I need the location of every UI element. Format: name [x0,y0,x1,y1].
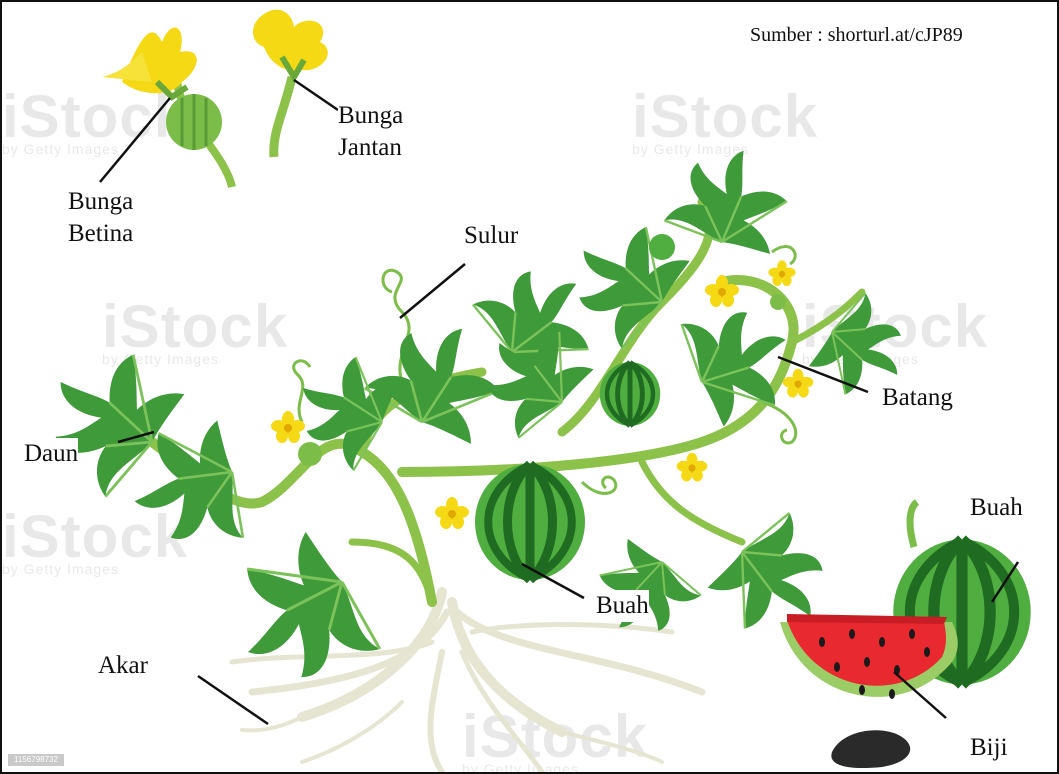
label-buah-plant: Buah [596,590,649,622]
small-fruit [649,234,675,260]
label-biji: Biji [970,732,1008,764]
label-batang: Batang [882,382,953,414]
watermelon-fruit-small [600,362,661,426]
label-akar: Akar [98,650,148,682]
label-bunga-jantan: BungaJantan [338,100,403,164]
label-daun: Daun [24,438,78,470]
label-sulur: Sulur [464,220,518,252]
source-credit: Sumber : shorturl.at/cJP89 [750,24,963,47]
label-buah-whole: Buah [970,492,1023,524]
stock-image-id: 1156798732 [8,754,64,766]
female-flower-illustration [102,28,232,187]
melon-stalk [910,502,917,547]
label-bunga-betina: BungaBetina [68,186,133,250]
seed-illustration [831,730,910,768]
small-fruit [770,294,786,310]
male-flower-illustration [253,10,328,157]
small-fruit [298,442,322,466]
watermelon-fruit [475,464,585,580]
watermelon-slice [780,614,958,699]
